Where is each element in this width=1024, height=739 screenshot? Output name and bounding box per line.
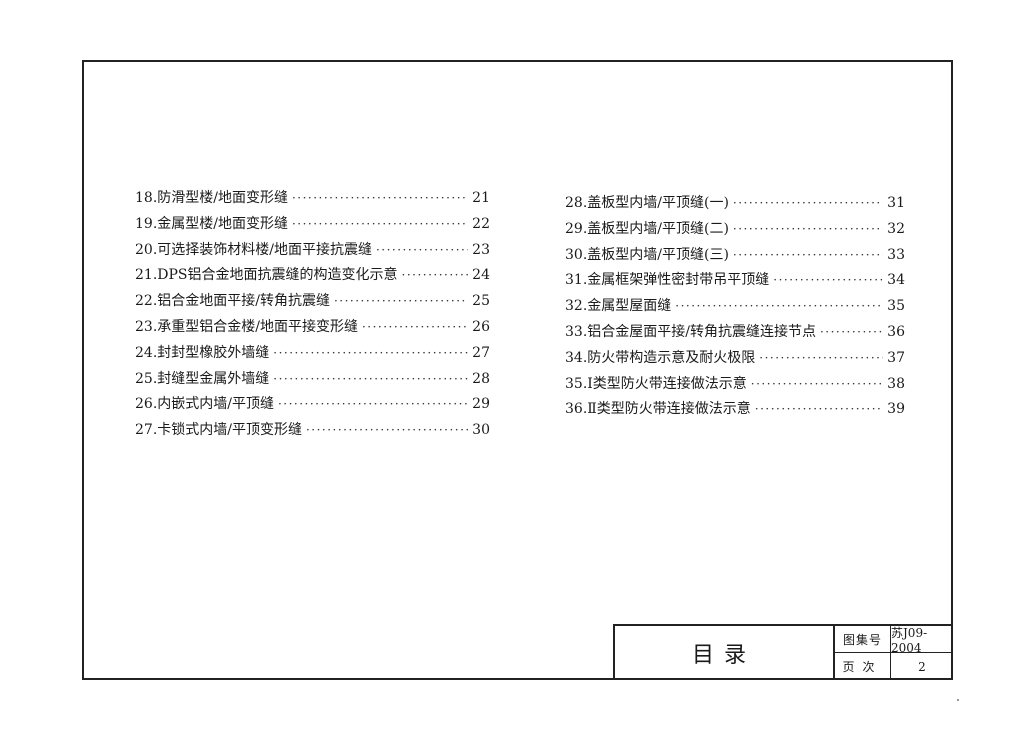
toc-entry-title: 23.承重型铝合金楼/地面平接变形缝: [135, 318, 358, 335]
toc-leader-dots: [362, 315, 468, 341]
toc-entry-title: 31.金属框架弹性密封带吊平顶缝: [565, 272, 770, 289]
toc-entry[interactable]: 21.DPS铝合金地面抗震缝的构造变化示意 24: [135, 263, 490, 289]
toc-entry-page: 34: [887, 272, 905, 289]
toc-entry-page: 25: [472, 293, 490, 310]
toc-entry[interactable]: 34.防火带构造示意及耐火极限 37: [565, 346, 905, 372]
toc-entry[interactable]: 28.盖板型内墙/平顶缝(一) 31: [565, 191, 905, 217]
toc-entry[interactable]: 22.铝合金地面平接/转角抗震缝 25: [135, 289, 490, 315]
toc-entry-page: 31: [887, 195, 905, 211]
toc-leader-dots: [733, 217, 883, 243]
toc-leader-dots: [292, 186, 468, 212]
atlas-number-label: 图集号: [835, 626, 891, 653]
toc-entry-title: 30.盖板型内墙/平顶缝(三): [565, 246, 729, 263]
toc-entry[interactable]: 31.金属框架弹性密封带吊平顶缝 34: [565, 268, 905, 294]
toc-entry-title: 27.卡锁式内墙/平顶变形缝: [135, 422, 302, 439]
toc-leader-dots: [306, 418, 468, 444]
toc-leader-dots: [773, 268, 883, 294]
toc-entry-page: 37: [887, 349, 905, 366]
toc-entry[interactable]: 20.可选择装饰材料楼/地面平接抗震缝 23: [135, 238, 490, 264]
toc-leader-dots: [733, 243, 883, 269]
page-number-value: 2: [918, 659, 926, 674]
toc-entry-page: 23: [472, 241, 490, 258]
toc-entry-page: 33: [887, 246, 905, 263]
toc-leader-dots: [273, 367, 468, 393]
toc-entry-page: 26: [472, 318, 490, 335]
toc-leader-dots: [755, 397, 883, 423]
toc-entry[interactable]: 18.防滑型楼/地面变形缝 21: [135, 186, 490, 212]
toc-entry-page: 32: [887, 220, 905, 237]
toc-entry-title: 19.金属型楼/地面变形缝: [135, 215, 288, 232]
toc-leader-dots: [759, 346, 883, 372]
toc-entry[interactable]: 35.Ⅰ类型防火带连接做法示意 38: [565, 372, 905, 398]
toc-leader-dots: [675, 294, 883, 320]
toc-entry[interactable]: 19.金属型楼/地面变形缝 22: [135, 212, 490, 238]
toc-leader-dots: [376, 238, 468, 264]
toc-leader-dots: [273, 341, 468, 367]
drawing-frame: [82, 60, 953, 680]
toc-leader-dots: [278, 392, 468, 418]
toc-entry-page: 35: [887, 298, 905, 315]
toc-entry-title: 18.防滑型楼/地面变形缝: [135, 190, 288, 206]
toc-entry-page: 27: [472, 344, 490, 361]
toc-entry-page: 30: [472, 422, 490, 439]
toc-entry-title: 22.铝合金地面平接/转角抗震缝: [135, 293, 330, 310]
toc-entry-title: 20.可选择装饰材料楼/地面平接抗震缝: [135, 241, 372, 258]
toc-entry-title: 25.封缝型金属外墙缝: [135, 370, 270, 387]
toc-leader-dots: [402, 263, 469, 289]
toc-leader-dots: [751, 372, 883, 398]
toc-leader-dots: [292, 212, 468, 238]
toc-entry-page: 29: [472, 396, 490, 413]
toc-entry-page: 38: [887, 375, 905, 392]
toc-entry-title: 33.铝合金屋面平接/转角抗震缝连接节点: [565, 323, 816, 340]
page-number-label: 页次: [835, 653, 891, 680]
toc-entry[interactable]: 24.封封型橡胶外墙缝 27: [135, 341, 490, 367]
toc-entry-title: 26.内嵌式内墙/平顶缝: [135, 396, 274, 413]
toc-entry-page: 39: [887, 401, 905, 418]
toc-entry[interactable]: 33.铝合金屋面平接/转角抗震缝连接节点 36: [565, 320, 905, 346]
toc-entry-page: 21: [472, 190, 490, 206]
toc-entry-title: 35.Ⅰ类型防火带连接做法示意: [565, 375, 747, 392]
title-block-title: 目录: [615, 626, 835, 680]
toc-leader-dots: [733, 191, 883, 217]
toc-entry-page: 24: [472, 267, 490, 284]
toc-entry[interactable]: 25.封缝型金属外墙缝 28: [135, 367, 490, 393]
toc-leader-dots: [820, 320, 883, 346]
toc-entry-title: 32.金属型屋面缝: [565, 298, 672, 315]
scan-speck: [957, 699, 959, 701]
toc-entry-title: 24.封封型橡胶外墙缝: [135, 344, 270, 361]
toc-left-column: 18.防滑型楼/地面变形缝 21 19.金属型楼/地面变形缝 22 20.可选择装饰…: [135, 186, 490, 444]
toc-entry[interactable]: 26.内嵌式内墙/平顶缝 29: [135, 392, 490, 418]
toc-entry-title: 34.防火带构造示意及耐火极限: [565, 349, 756, 366]
toc-entry-page: 28: [472, 370, 490, 387]
title-block: 目录 图集号 苏J09-2004 页次 2: [613, 624, 953, 680]
toc-entry[interactable]: 29.盖板型内墙/平顶缝(二) 32: [565, 217, 905, 243]
toc-entry-page: 22: [472, 215, 490, 232]
toc-entry[interactable]: 30.盖板型内墙/平顶缝(三) 33: [565, 243, 905, 269]
toc-entry-title: 36.Ⅱ类型防火带连接做法示意: [565, 401, 751, 418]
toc-entry-title: 28.盖板型内墙/平顶缝(一): [565, 195, 729, 211]
toc-entry-page: 36: [887, 323, 905, 340]
atlas-number-value: 苏J09-2004: [891, 626, 953, 655]
toc-entry[interactable]: 36.Ⅱ类型防火带连接做法示意 39: [565, 397, 905, 423]
toc-entry-title: 21.DPS铝合金地面抗震缝的构造变化示意: [135, 267, 398, 284]
toc-right-column: 28.盖板型内墙/平顶缝(一) 31 29.盖板型内墙/平顶缝(二) 32 30.盖…: [565, 191, 905, 423]
toc-entry[interactable]: 27.卡锁式内墙/平顶变形缝 30: [135, 418, 490, 444]
toc-leader-dots: [334, 289, 468, 315]
toc-entry[interactable]: 23.承重型铝合金楼/地面平接变形缝 26: [135, 315, 490, 341]
toc-entry[interactable]: 32.金属型屋面缝 35: [565, 294, 905, 320]
toc-entry-title: 29.盖板型内墙/平顶缝(二): [565, 220, 729, 237]
